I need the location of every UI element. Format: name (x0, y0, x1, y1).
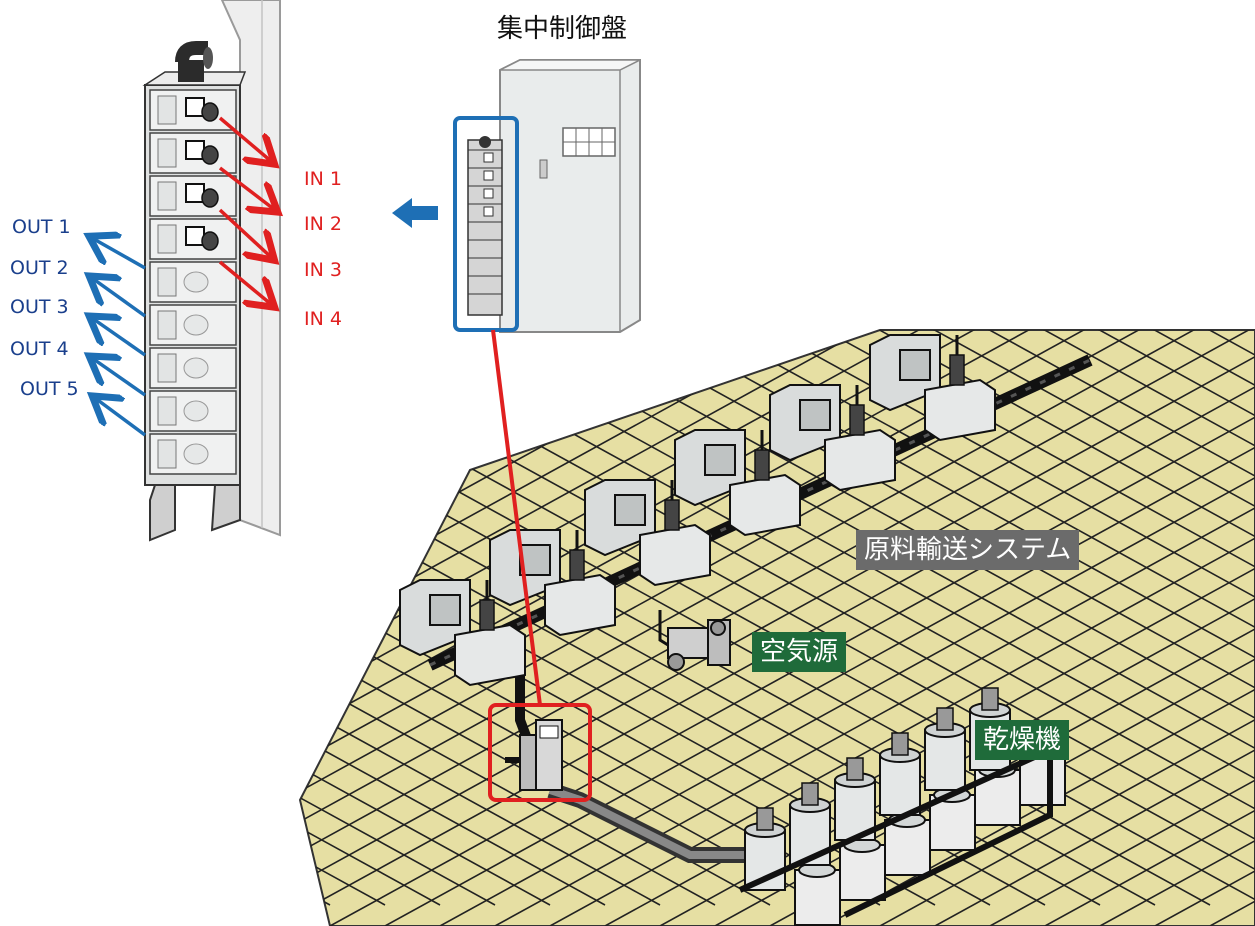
manifold-unit (149, 347, 237, 389)
manifold-unit (149, 89, 237, 131)
input-label-3: IN 3 (304, 259, 342, 281)
output-label-3: OUT 3 (10, 296, 69, 318)
output-label-5: OUT 5 (20, 378, 79, 400)
top-elbow-fitting (175, 41, 213, 82)
molding-machine (674, 429, 801, 537)
molding-machine (869, 334, 996, 442)
dryer-unit (834, 757, 931, 876)
input-arrows (218, 116, 275, 305)
manifold-unit (149, 218, 237, 260)
dryer-tag: 乾燥機 (975, 720, 1070, 760)
central-control-panel (467, 59, 641, 333)
connector-line (491, 329, 542, 706)
manifold-unit (149, 132, 237, 174)
manifold-unit (149, 433, 237, 475)
manifold-highlight-box (453, 116, 519, 332)
manifold-unit (149, 390, 237, 432)
air-source-unit (658, 610, 731, 671)
manifold-unit (149, 304, 237, 346)
output-arrow-1 (92, 238, 146, 270)
output-arrow-2 (92, 278, 147, 318)
control-panel-title: 集中制御盤 (497, 14, 628, 44)
manifold-unit (149, 261, 237, 303)
input-label-4: IN 4 (304, 308, 342, 330)
output-label-1: OUT 1 (12, 216, 71, 238)
air-source-tag: 空気源 (752, 632, 847, 672)
zoom-arrow-icon (392, 198, 438, 228)
molding-machine (769, 384, 896, 492)
conveying-system-tag: 原料輸送システム (856, 530, 1080, 570)
central-loader-unit (505, 719, 563, 791)
output-arrow-5 (95, 398, 147, 437)
dryer-unit (789, 782, 886, 901)
output-label-2: OUT 2 (10, 257, 69, 279)
molding-machine (584, 479, 711, 587)
output-arrow-3 (92, 318, 147, 357)
output-arrow-4 (92, 358, 147, 397)
input-arrow-1 (218, 116, 272, 162)
input-label-2: IN 2 (304, 213, 342, 235)
output-label-4: OUT 4 (10, 338, 69, 360)
dryer-unit (879, 732, 976, 851)
manifold-detail (142, 0, 281, 542)
input-arrow-3 (218, 208, 272, 258)
loader-highlight-box (488, 703, 592, 802)
molding-machines (399, 334, 996, 687)
input-label-1: IN 1 (304, 168, 342, 190)
input-arrow-2 (218, 166, 275, 210)
input-arrow-4 (218, 260, 272, 305)
molding-machine (399, 579, 526, 687)
manifold-unit (149, 175, 237, 217)
output-arrows (92, 238, 147, 437)
